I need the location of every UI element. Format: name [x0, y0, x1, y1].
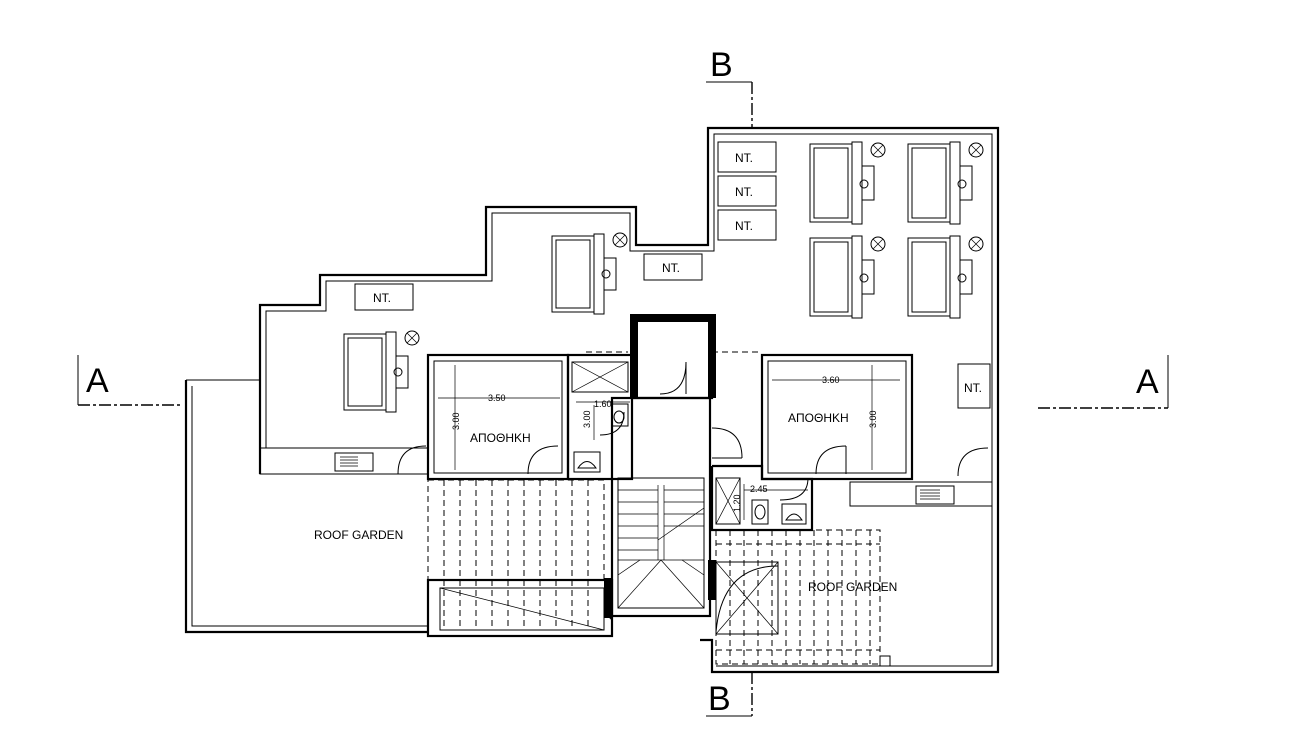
room-label-storage-left: ΑΠΟΘΗΚΗ [470, 431, 531, 445]
equipment-box [717, 141, 777, 173]
equipment-label: NT. [964, 381, 982, 395]
right-ledge [849, 481, 993, 507]
section-label-a-right: A [1136, 363, 1159, 401]
equipment-label: NT. [662, 261, 680, 275]
section-label-b-bottom: B [708, 680, 731, 718]
room-label-storage-right: ΑΠΟΘΗΚΗ [788, 411, 849, 425]
dim-storage-left-width: 3.50 [488, 393, 506, 403]
wc-left: 1.60 3.00 [566, 353, 634, 481]
solar-heater-unit [907, 235, 984, 319]
dim-wc-right-width: 2.45 [750, 484, 768, 494]
solar-heater-unit [343, 330, 420, 413]
storage-room-left: 3.50 3.00 ΑΠΟΘΗΚΗ [426, 353, 570, 481]
dim-wc-left-depth: 3.00 [582, 410, 592, 428]
equipment-label: NT. [373, 291, 391, 305]
equipment-box [957, 363, 991, 409]
section-label-a-left: A [86, 362, 109, 400]
solar-heater-unit [907, 141, 984, 225]
equipment-label: NT. [735, 151, 753, 165]
equipment-label: NT. [735, 219, 753, 233]
wc-right: 2.45 1.20 [710, 464, 814, 532]
equipment-box [717, 209, 777, 241]
section-marker-b-bottom: B [706, 672, 753, 718]
section-marker-a-right: A [1038, 355, 1169, 409]
equipment-box [354, 283, 414, 311]
dim-wc-right-depth: 1.20 [732, 494, 742, 512]
section-label-b-top: B [710, 46, 733, 84]
solar-heater-unit [551, 232, 628, 315]
pergola-left [426, 479, 614, 638]
section-marker-a-left: A [77, 355, 180, 406]
roof-parapet [184, 126, 1000, 674]
solar-heater-unit [809, 141, 886, 225]
equipment-label: NT. [735, 185, 753, 199]
equipment-box [643, 253, 703, 281]
stair-core [604, 314, 743, 618]
equipment-boxes: NT. NT. NT. NT. NT. NT. [354, 141, 991, 409]
dim-storage-left-depth: 3.00 [451, 412, 461, 430]
left-ledge [259, 447, 429, 475]
equipment-box [717, 175, 777, 207]
dim-wc-left-width: 1.60 [594, 399, 612, 409]
dim-storage-right-width: 3.60 [822, 375, 840, 385]
room-label-roof-garden-left: ROOF GARDEN [314, 528, 403, 542]
solar-heaters [343, 141, 984, 413]
dim-storage-right-depth: 3.00 [868, 410, 878, 428]
pergola-right [715, 529, 891, 667]
section-marker-b-top: B [706, 46, 753, 128]
solar-heater-unit [809, 235, 886, 319]
room-label-roof-garden-right: ROOF GARDEN [808, 580, 897, 594]
storage-room-right: 3.60 3.00 ΑΠΟΘΗΚΗ [397, 353, 989, 481]
